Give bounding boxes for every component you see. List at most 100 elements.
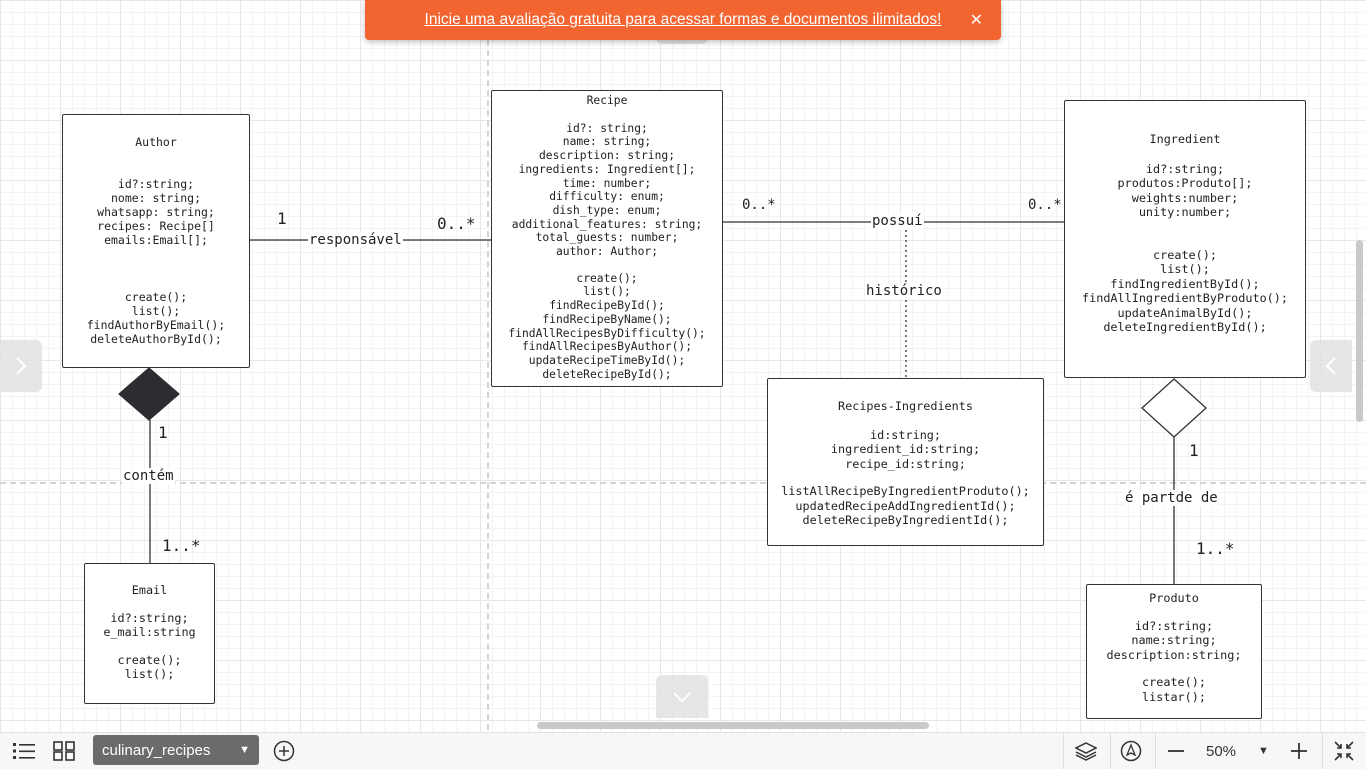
- method: list();: [1160, 262, 1210, 276]
- add-page-button[interactable]: [272, 733, 296, 769]
- caret-down-icon[interactable]: ▼: [239, 744, 250, 756]
- recipes-ingredients-class[interactable]: Recipes-Ingredients id:string; ingredien…: [767, 378, 1044, 546]
- fit-screen-button[interactable]: [1332, 733, 1356, 769]
- association-label-responsavel[interactable]: responsável: [308, 232, 403, 248]
- author-class-title: Author: [135, 135, 177, 149]
- layers-button[interactable]: [1072, 733, 1100, 769]
- field: id?:string;: [110, 610, 189, 625]
- caret-down-icon[interactable]: ▼: [1258, 745, 1269, 757]
- field: unity:number;: [1138, 205, 1232, 219]
- author-class[interactable]: Author id?:string; nome: string; whatsap…: [62, 114, 250, 368]
- recipe-fields: id?: string; name: string; description: …: [492, 122, 722, 259]
- scroll-left-button[interactable]: [0, 340, 42, 392]
- recipes-ingredients-methods: listAllRecipeByIngredientProduto(); upda…: [768, 484, 1043, 528]
- minus-icon: [1168, 750, 1184, 752]
- field: emails:Email[];: [104, 233, 208, 247]
- association-label-possui[interactable]: possuí: [871, 213, 924, 229]
- recipe-class[interactable]: Recipe id?: string; name: string; descri…: [491, 90, 723, 387]
- ingredient-methods: create(); list(); findIngredientById(); …: [1065, 248, 1305, 335]
- multiplicity-label: 1: [277, 209, 287, 228]
- scroll-up-handle[interactable]: [656, 36, 708, 44]
- method: list();: [124, 667, 175, 681]
- trial-banner-link[interactable]: Inicie uma avaliação gratuita para acess…: [424, 11, 942, 28]
- scroll-right-button[interactable]: [1310, 340, 1352, 392]
- multiplicity-label: 0..*: [1028, 197, 1062, 213]
- composition-diamond-icon: [118, 367, 180, 421]
- method: create();: [576, 271, 638, 285]
- method: findRecipeByName();: [542, 312, 672, 326]
- email-class[interactable]: Email id?:string; e_mail:string create()…: [84, 563, 215, 704]
- page-grid-button[interactable]: [48, 733, 80, 769]
- multiplicity-label: 0..*: [742, 197, 776, 213]
- method: updateRecipeTimeById();: [528, 353, 686, 367]
- method: findAllRecipesByAuthor();: [521, 340, 693, 354]
- method: findAllRecipesByDifficulty();: [508, 326, 706, 340]
- compass-icon: [1120, 740, 1142, 762]
- divider: [1110, 733, 1111, 769]
- ingredient-class[interactable]: Ingredient id?:string; produtos:Produto[…: [1064, 100, 1306, 378]
- field: name: string;: [562, 135, 652, 149]
- association-class-label-historico[interactable]: histórico: [865, 283, 943, 299]
- method: deleteRecipeByIngredientId();: [802, 513, 1009, 527]
- field: weights:number;: [1131, 190, 1239, 205]
- field: whatsapp: string;: [97, 205, 215, 219]
- close-icon[interactable]: ✕: [969, 10, 983, 29]
- field: total_guests: number;: [535, 231, 679, 245]
- add-circle-icon: [273, 740, 295, 762]
- produto-fields: id?:string; name:string; description:str…: [1087, 619, 1261, 663]
- grid-icon: [53, 741, 75, 761]
- field: dish_type: enum;: [552, 203, 662, 217]
- field: id?:string;: [117, 177, 195, 191]
- field: nome: string;: [110, 191, 201, 205]
- method: findIngredientById();: [1110, 276, 1260, 291]
- field: id?:string;: [1134, 618, 1214, 633]
- produto-class-title: Produto: [1149, 591, 1199, 605]
- email-fields: id?:string; e_mail:string: [85, 611, 214, 640]
- chevron-left-icon: [1325, 357, 1336, 375]
- zoom-in-button[interactable]: [1288, 733, 1310, 769]
- navigator-button[interactable]: [1118, 733, 1144, 769]
- field: time: number;: [562, 176, 652, 190]
- method: create();: [1153, 247, 1217, 262]
- field: produtos:Produto[];: [1117, 176, 1253, 190]
- method: create();: [124, 290, 188, 304]
- association-label-e-parte-de[interactable]: é partde de: [1124, 490, 1219, 506]
- bottom-toolbar: culinary_recipes ▼ 50% ▼: [0, 732, 1366, 769]
- association-label-contem[interactable]: contém: [122, 468, 175, 484]
- field: id?:string;: [1145, 161, 1225, 176]
- zoom-out-button[interactable]: [1165, 733, 1187, 769]
- field: id:string;: [869, 427, 942, 442]
- divider: [1322, 733, 1323, 769]
- page-list-button[interactable]: [8, 733, 40, 769]
- layers-icon: [1075, 742, 1097, 761]
- field: description:string;: [1106, 647, 1242, 662]
- method: findRecipeById();: [549, 299, 665, 313]
- list-icon: [13, 743, 35, 759]
- method: listar();: [1142, 689, 1206, 704]
- produto-methods: create(); listar();: [1087, 675, 1261, 704]
- field: additional_features: string;: [511, 217, 703, 231]
- zoom-level[interactable]: 50% ▼: [1206, 733, 1269, 769]
- email-methods: create(); list();: [85, 653, 214, 682]
- author-fields: id?:string; nome: string; whatsapp: stri…: [63, 177, 249, 247]
- produto-class[interactable]: Produto id?:string; name:string; descrip…: [1086, 584, 1262, 719]
- field: author: Author;: [555, 245, 659, 259]
- method: findAllIngredientByProduto();: [1082, 291, 1288, 305]
- trial-banner: Inicie uma avaliação gratuita para acess…: [365, 0, 1001, 40]
- ingredient-fields: id?:string; produtos:Produto[]; weights:…: [1065, 162, 1305, 220]
- page-tab-name: culinary_recipes: [102, 741, 211, 759]
- email-class-title: Email: [131, 583, 168, 597]
- field: ingredient_id:string;: [830, 442, 981, 456]
- recipe-class-title: Recipe: [586, 94, 628, 107]
- field: name:string;: [1131, 633, 1217, 647]
- horizontal-scrollbar[interactable]: [537, 722, 929, 729]
- method: findAuthorByEmail();: [86, 318, 226, 332]
- vertical-scrollbar[interactable]: [1356, 240, 1363, 422]
- scroll-down-button[interactable]: [656, 675, 708, 718]
- recipes-ingredients-fields: id:string; ingredient_id:string; recipe_…: [768, 428, 1043, 472]
- author-methods: create(); list(); findAuthorByEmail(); d…: [63, 290, 249, 346]
- multiplicity-label: 1..*: [1196, 539, 1235, 558]
- page-tab[interactable]: culinary_recipes ▼: [93, 735, 259, 765]
- divider: [1155, 733, 1156, 769]
- field: difficulty: enum;: [549, 190, 665, 204]
